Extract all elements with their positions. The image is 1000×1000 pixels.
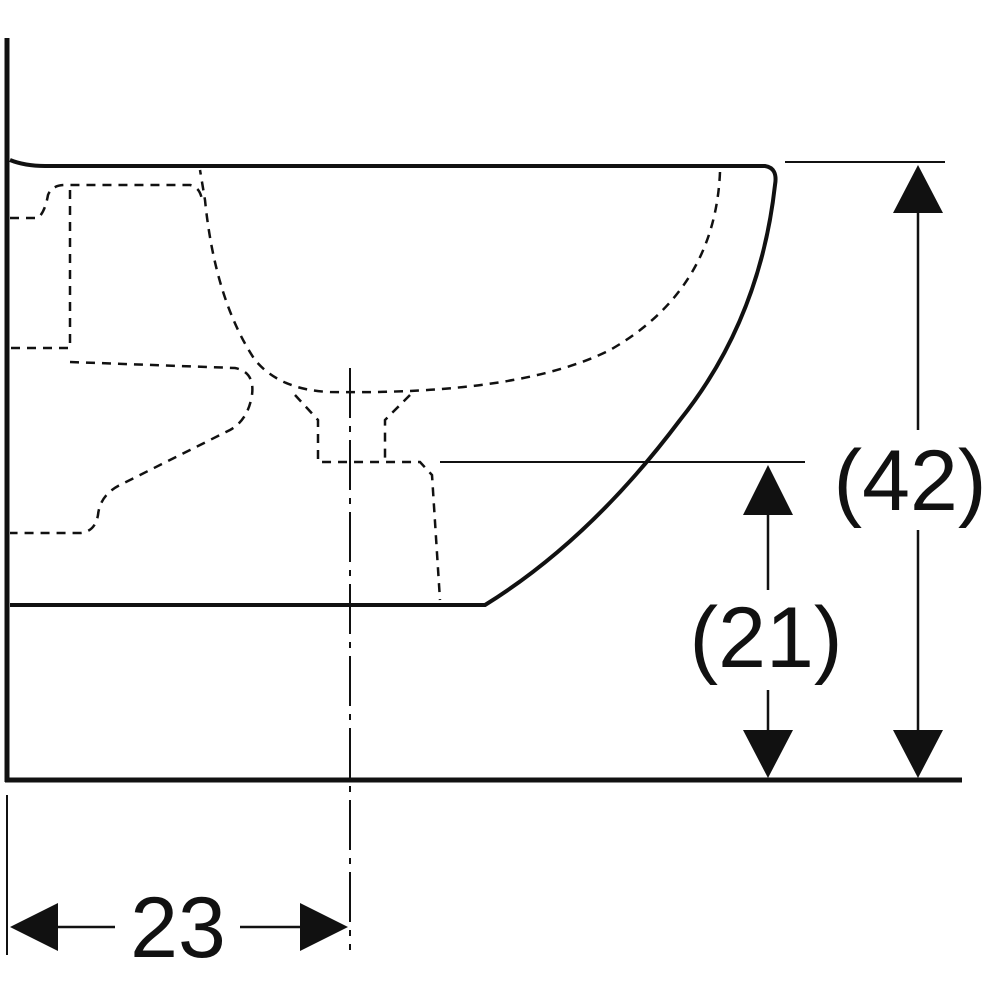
dimension-label-42: (42) <box>834 433 987 529</box>
arrowheads <box>10 165 943 951</box>
bidet-outline <box>9 158 778 607</box>
arrow-left-icon <box>10 903 58 951</box>
arrow-up-icon <box>893 165 943 213</box>
arrow-down-icon <box>743 730 793 778</box>
arrow-up-icon <box>743 465 793 515</box>
dimension-label-23: 23 <box>130 880 226 976</box>
dimension-label-21: (21) <box>690 590 843 686</box>
arrow-right-icon <box>300 903 348 951</box>
arrow-down-icon <box>893 730 943 778</box>
hidden-lines <box>10 169 722 601</box>
